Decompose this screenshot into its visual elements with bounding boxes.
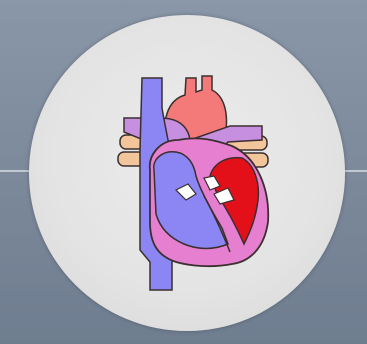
heart-anatomy-icon (0, 0, 367, 344)
